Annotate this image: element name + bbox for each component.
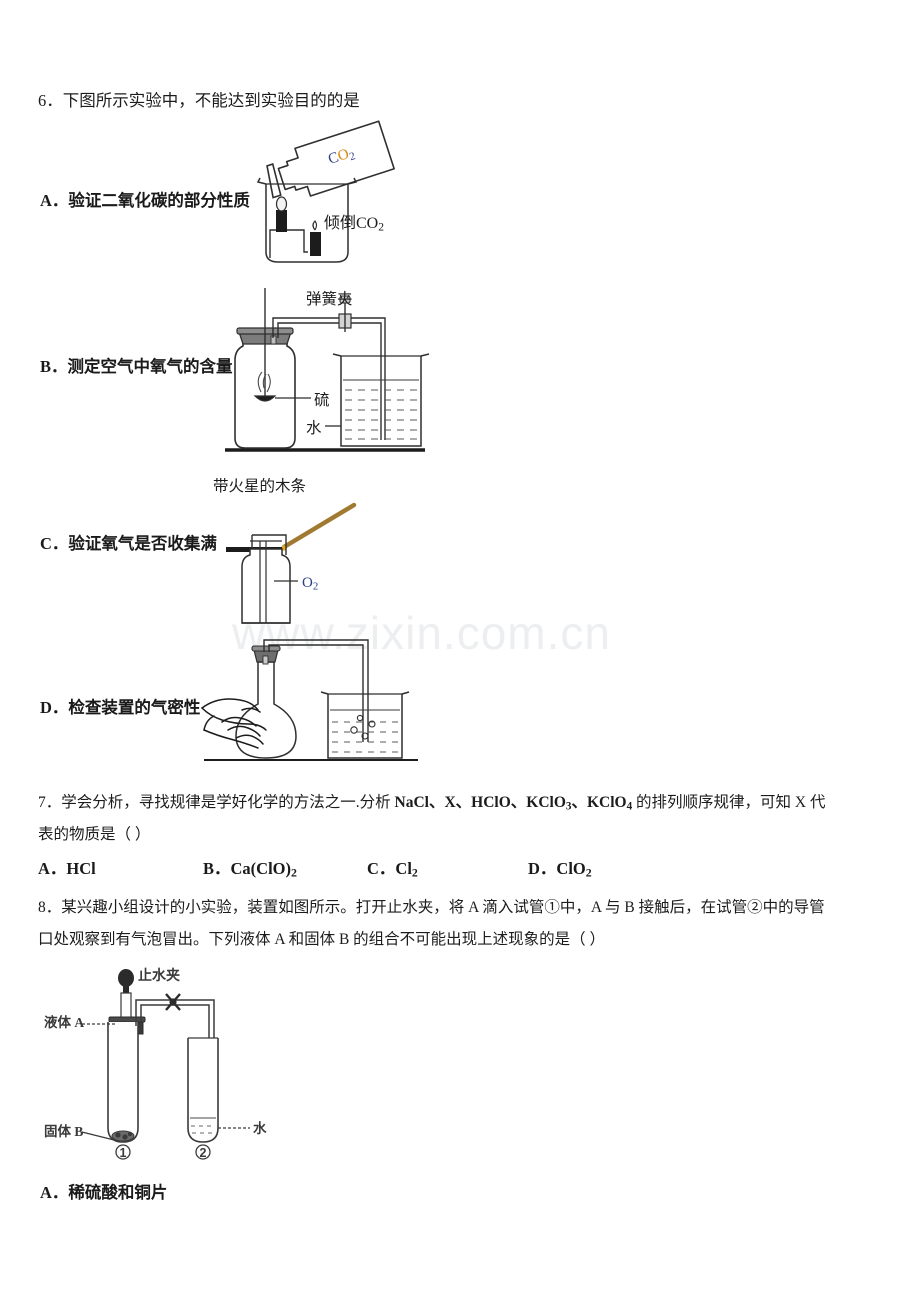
svg-text:2: 2 xyxy=(200,1146,207,1160)
figure-a-caption-text: 倾倒CO xyxy=(324,215,379,232)
q6-option-c-text: 验证氧气是否收集满 xyxy=(68,534,217,553)
question-6-stem-text: ．下图所示实验中，不能达到实验目的的是 xyxy=(46,91,360,110)
glowing-splint-icon xyxy=(281,502,357,551)
watermark-text: www.zixin.com.cn xyxy=(232,607,611,659)
question-7-stem-line2: 表的物质是（ ） xyxy=(38,826,151,843)
question-8-number: 8 xyxy=(38,899,46,916)
figure-option-d xyxy=(196,638,426,773)
question-8-stem-line1: 8．某兴趣小组设计的小实验，装置如图所示。打开止水夹，将 A 滴入试管①中，A … xyxy=(38,893,825,923)
pinch-clamp-label: 止水夹 xyxy=(138,969,180,984)
q6-option-d-label: D． xyxy=(40,698,69,717)
q6-option-c-label: C． xyxy=(40,534,69,553)
q7-choice-c[interactable]: C．Cl2 xyxy=(367,855,418,881)
q7-choice-b[interactable]: B．Ca(ClO)2 xyxy=(203,855,297,881)
tube-number-1: 1 xyxy=(115,1144,131,1160)
figure-question-8: 1 2 xyxy=(38,960,338,1160)
test-tube-2-icon xyxy=(187,1037,219,1143)
sulfur-label: 硫 xyxy=(314,392,330,409)
oxygen-label-text: O xyxy=(302,575,313,591)
tube-number-2: 2 xyxy=(195,1144,211,1160)
co2-bottle-icon xyxy=(266,120,395,199)
q7-choice-c-formula: Cl2 xyxy=(395,859,418,880)
q7-choice-a[interactable]: A．HCl xyxy=(38,855,96,879)
spring-clip-label: 弹簧夹 xyxy=(306,291,353,308)
oxygen-label-sub: 2 xyxy=(312,580,319,593)
glowing-splint-label: 带火星的木条 xyxy=(213,478,307,495)
dropper-bulb-icon xyxy=(118,969,134,995)
q8-option-a-text: 稀硫酸和铜片 xyxy=(68,1183,168,1202)
q6-option-b[interactable]: B．测定空气中氧气的含量 xyxy=(40,353,233,377)
question-7-stem-a: ．学会分析，寻找规律是学好化学的方法之一.分析 xyxy=(45,794,395,811)
flask-stopper-icon xyxy=(251,645,281,665)
question-7-formula-sequence: NaCl、X、HClO、KClO3、KClO4 xyxy=(394,794,633,813)
question-6-stem: 6．下图所示实验中，不能达到实验目的的是 xyxy=(38,86,360,116)
question-8-stem-text1: ．某兴趣小组设计的小实验，装置如图所示。打开止水夹，将 A 滴入试管①中，A 与… xyxy=(45,899,825,916)
q6-option-b-text: 测定空气中氧气的含量 xyxy=(67,357,233,376)
question-7-stem-line1: 7．学会分析，寻找规律是学好化学的方法之一.分析 NaCl、X、HClO、KCl… xyxy=(38,788,826,821)
q7-choice-d[interactable]: D．ClO2 xyxy=(528,855,592,881)
question-8-stem-line2: 口处观察到有气泡冒出。下列液体 A 和固体 B 的组合不可能出现上述现象的是（ … xyxy=(38,931,606,948)
q6-option-c[interactable]: C．验证氧气是否收集满 xyxy=(40,530,217,554)
q6-option-d-text: 检查装置的气密性 xyxy=(68,698,201,717)
q8-option-a[interactable]: A．稀硫酸和铜片 xyxy=(40,1179,167,1203)
liquid-a-label: 液体 A xyxy=(44,1015,85,1030)
q7-choice-d-formula: ClO2 xyxy=(556,859,592,880)
q7-choice-d-label: D． xyxy=(528,859,557,878)
figure-a-caption: 倾倒CO2 xyxy=(324,209,384,243)
question-6-number: 6 xyxy=(38,91,47,110)
figure-option-c xyxy=(224,502,404,635)
q6-option-b-label: B． xyxy=(40,357,68,376)
beaker-icon xyxy=(256,177,358,263)
q7-choice-b-label: B． xyxy=(203,859,231,878)
water-beaker-icon xyxy=(332,353,430,447)
hands-icon xyxy=(201,698,267,749)
bubbles-icon xyxy=(350,714,376,740)
q6-option-a-text: 验证二氧化碳的部分性质 xyxy=(68,191,250,210)
gas-jar-c-icon xyxy=(241,541,291,624)
svg-text:1: 1 xyxy=(120,1146,127,1160)
q6-option-a[interactable]: A．验证二氧化碳的部分性质 xyxy=(40,187,250,211)
question-7-number: 7 xyxy=(38,794,46,811)
question-7-stem-b: 的排列顺序规律，可知 X 代 xyxy=(632,794,826,811)
q7-choice-b-formula: Ca(ClO)2 xyxy=(230,859,297,880)
co2-bottle-label: CO2 xyxy=(326,144,357,169)
q7-choice-a-formula: HCl xyxy=(66,859,96,878)
candle-upper-icon xyxy=(275,196,288,232)
q6-option-d[interactable]: D．检查装置的气密性 xyxy=(40,694,200,718)
solid-b-label: 固体 B xyxy=(44,1124,84,1139)
spring-clip-icon xyxy=(338,295,352,332)
water-label-b: 水 xyxy=(306,420,322,437)
solid-b-icon xyxy=(111,1130,135,1142)
q7-choice-a-label: A． xyxy=(38,859,67,878)
figure-a-caption-sub: 2 xyxy=(378,221,384,234)
q7-choice-c-label: C． xyxy=(367,859,396,878)
beaker-d-icon xyxy=(320,691,410,759)
q8-option-a-label: A． xyxy=(40,1183,69,1202)
oxygen-label: O2 xyxy=(302,568,318,601)
water-label-8: 水 xyxy=(253,1121,267,1136)
test-tube-1-icon xyxy=(107,1022,139,1143)
pinch-clamp-icon xyxy=(165,993,181,1011)
candle-lower-icon xyxy=(310,220,321,256)
figure-option-b xyxy=(215,288,435,463)
figure-option-a: CO2 xyxy=(248,112,448,272)
q6-option-a-label: A． xyxy=(40,191,69,210)
